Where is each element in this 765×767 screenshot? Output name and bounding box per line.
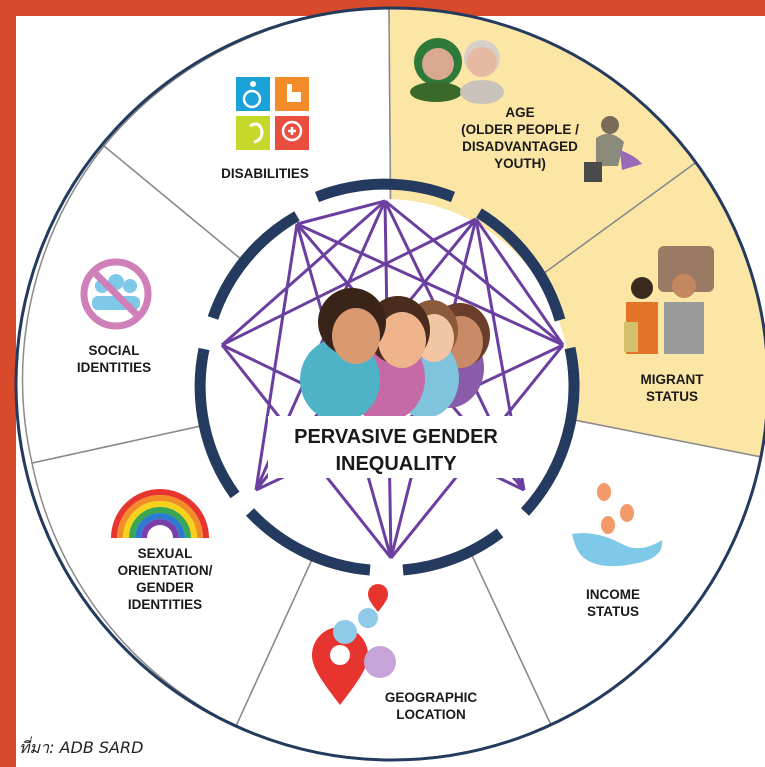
segment-label-geographic: GEOGRAPHIC — [385, 690, 478, 705]
no-group-icon — [80, 258, 152, 330]
network-line — [254, 223, 299, 491]
segment-label-age: DISADVANTAGED — [462, 139, 578, 154]
frame-left-bar — [0, 0, 16, 767]
inner-ring-arcs — [194, 178, 580, 576]
disability-icons — [236, 77, 309, 150]
network-line — [221, 199, 386, 347]
center-label-box — [268, 416, 524, 478]
hand-coins-icon — [572, 483, 663, 567]
segment-label-social: SOCIAL — [88, 343, 139, 358]
segment-labels: DISABILITIES AGE (OLDER PEOPLE / DISADVANTA… — [77, 105, 704, 722]
segment-label-sexual: SEXUAL — [138, 546, 193, 561]
segment-label-age: YOUTH) — [494, 156, 546, 171]
source-caption: ที่มา: ADB SARD — [19, 738, 144, 757]
segment-label-geographic: LOCATION — [396, 707, 466, 722]
rainbow-icon — [111, 489, 209, 539]
segment-label-sexual: ORIENTATION/ — [118, 563, 213, 578]
segment-label-disabilities: DISABILITIES — [221, 166, 309, 181]
network-line — [384, 199, 564, 347]
network-line — [296, 222, 564, 347]
segment-label-income: INCOME — [586, 587, 640, 602]
women-group-illustration — [300, 288, 490, 422]
network-line — [221, 217, 477, 347]
segment-label-income: STATUS — [587, 604, 639, 619]
location-pin-icon — [312, 584, 396, 705]
migrant-workers-icon — [624, 246, 714, 354]
network-line — [474, 218, 565, 346]
elderly-youth-icon — [410, 38, 642, 182]
segment-label-age: AGE — [505, 105, 534, 120]
segment-label-migrant: MIGRANT — [641, 372, 705, 387]
segment-label-migrant: STATUS — [646, 389, 698, 404]
center-title-line1: PERVASIVE GENDER — [294, 426, 498, 448]
center-title-line2: INEQUALITY — [335, 453, 457, 475]
segment-label-sexual: GENDER — [136, 580, 194, 595]
segment-label-age: (OLDER PEOPLE / — [461, 122, 579, 137]
segment-label-sexual: IDENTITIES — [128, 597, 202, 612]
network-line — [296, 199, 386, 226]
segment-label-social: IDENTITIES — [77, 360, 151, 375]
wheel-outline — [14, 6, 765, 762]
